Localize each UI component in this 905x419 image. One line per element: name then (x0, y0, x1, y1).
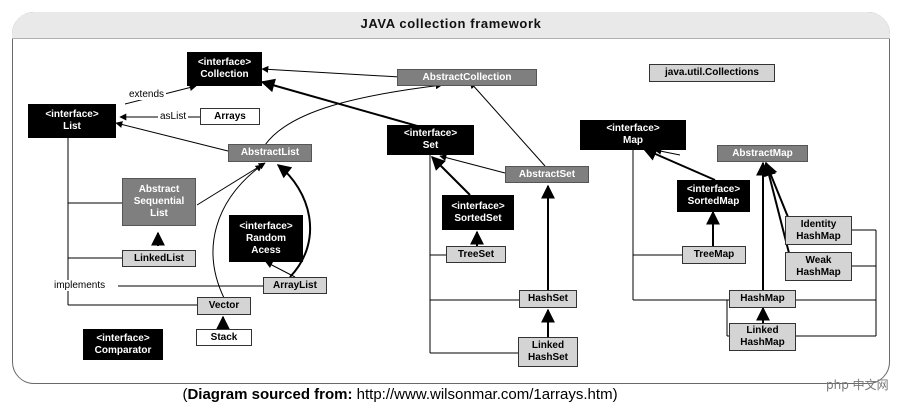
caption-open-paren: ( (182, 386, 188, 403)
as-list-label: asList (158, 111, 189, 122)
interface-tag: <interface> (45, 109, 99, 120)
interface-tag: <interface> (451, 200, 505, 212)
map-label: Map (623, 135, 643, 146)
interface-tag: <interface> (96, 332, 150, 344)
tree-set-node: TreeSet (446, 246, 506, 263)
random-access-interface-node: <interface> Random Acess (229, 215, 303, 262)
sorted-set-label: SortedSet (454, 212, 502, 224)
abstract-collection-label: AbstractCollection (422, 71, 512, 83)
tree-map-node: TreeMap (682, 246, 746, 264)
interface-tag: <interface> (403, 128, 458, 139)
interface-tag: <interface> (197, 57, 252, 68)
interface-tag: <interface> (606, 123, 660, 134)
abstract-set-label: AbstractSet (518, 168, 576, 180)
set-interface-node: <interface> Set (387, 125, 474, 155)
stack-node: Stack (196, 329, 252, 346)
comparator-label: Comparator (94, 344, 152, 356)
extends-label: extends (127, 89, 167, 100)
linked-hash-set-line-1: Linked (531, 340, 565, 351)
abstract-sequential-list-line-1: Abstract (138, 184, 180, 195)
linked-hash-map-line-2: HashMap (740, 337, 785, 348)
list-interface-node: <interface> List (28, 104, 116, 138)
tree-map-label: TreeMap (693, 249, 735, 260)
abstract-map-label: AbstractMap (732, 147, 793, 159)
collections-util-node: java.util.Collections (649, 64, 775, 82)
title-bar (12, 12, 890, 39)
abstract-list-label: AbstractList (240, 147, 300, 158)
identity-hash-map-line-1: Identity (800, 218, 837, 230)
weak-hash-map-line-2: HashMap (796, 266, 841, 278)
identity-hash-map-node: Identity HashMap (785, 216, 852, 245)
hash-set-node: HashSet (519, 290, 577, 308)
collection-interface-node: <interface> Collection (187, 52, 262, 86)
stack-label: Stack (210, 331, 238, 343)
array-list-node: ArrayList (263, 277, 327, 294)
random-access-line-1: Random (246, 232, 286, 244)
abstract-sequential-list-line-2: Sequential (133, 196, 185, 207)
abstract-list-node: AbstractList (228, 144, 312, 162)
linked-hash-set-line-2: HashSet (527, 352, 568, 363)
sorted-set-interface-node: <interface> SortedSet (442, 195, 514, 230)
weak-hash-map-node: Weak HashMap (785, 252, 852, 281)
linked-hash-map-line-1: Linked (746, 325, 779, 336)
linked-list-label: LinkedList (133, 252, 184, 264)
hash-set-label: HashSet (527, 293, 568, 304)
diagram-title: JAVA collection framework (360, 16, 542, 31)
linked-hash-map-node: Linked HashMap (729, 323, 796, 351)
identity-hash-map-line-2: HashMap (796, 230, 841, 242)
array-list-label: ArrayList (273, 279, 317, 291)
collections-util-label: java.util.Collections (665, 67, 759, 78)
interface-tag: <interface> (239, 220, 293, 232)
sorted-map-label: SortedMap (687, 196, 740, 207)
watermark: php 中文网 (826, 376, 889, 393)
caption-url: http://www.wilsonmar.com/1arrays.htm (352, 386, 613, 403)
linked-list-node: LinkedList (122, 250, 196, 267)
set-label: Set (422, 140, 439, 151)
arrays-node: Arrays (200, 108, 260, 125)
sorted-map-interface-node: <interface> SortedMap (677, 180, 750, 212)
abstract-map-node: AbstractMap (717, 145, 808, 162)
weak-hash-map-line-1: Weak (805, 254, 832, 266)
list-label: List (63, 121, 81, 132)
source-caption: (Diagram sourced from: http://www.wilson… (0, 386, 800, 403)
vector-label: Vector (208, 300, 240, 311)
abstract-sequential-list-line-3: List (150, 208, 168, 219)
caption-prefix: Diagram sourced from: (187, 386, 353, 403)
tree-set-label: TreeSet (457, 248, 495, 260)
abstract-set-node: AbstractSet (505, 166, 589, 183)
hash-map-node: HashMap (729, 290, 796, 308)
abstract-collection-node: AbstractCollection (397, 69, 537, 86)
vector-node: Vector (197, 297, 251, 315)
random-access-line-2: Acess (251, 244, 281, 256)
watermark-text: php 中文网 (826, 378, 889, 392)
abstract-sequential-list-node: Abstract Sequential List (122, 178, 196, 226)
arrays-label: Arrays (214, 110, 246, 122)
map-interface-node: <interface> Map (580, 120, 686, 150)
caption-close-paren: ) (612, 386, 618, 403)
comparator-interface-node: <interface> Comparator (83, 329, 163, 360)
interface-tag: <interface> (686, 184, 741, 195)
hash-map-label: HashMap (740, 293, 785, 304)
implements-label: implements (52, 280, 108, 291)
linked-hash-set-node: Linked HashSet (518, 337, 578, 367)
collection-label: Collection (200, 69, 249, 80)
